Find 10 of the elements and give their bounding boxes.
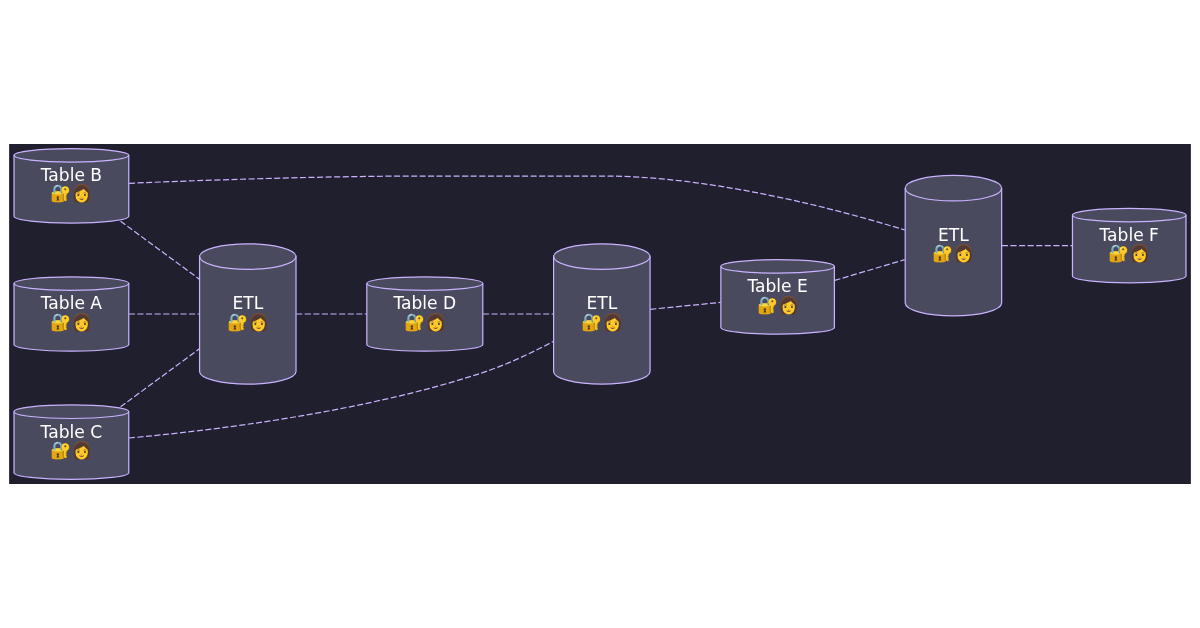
connector: [482, 313, 554, 315]
connector: [128, 340, 554, 439]
connector: [128, 175, 906, 231]
connector: [1001, 245, 1073, 247]
connector: [295, 313, 368, 315]
connector: [649, 301, 722, 310]
connector: [128, 313, 200, 315]
connector: [120, 348, 200, 408]
connector: [834, 259, 906, 281]
connector: [120, 220, 200, 280]
